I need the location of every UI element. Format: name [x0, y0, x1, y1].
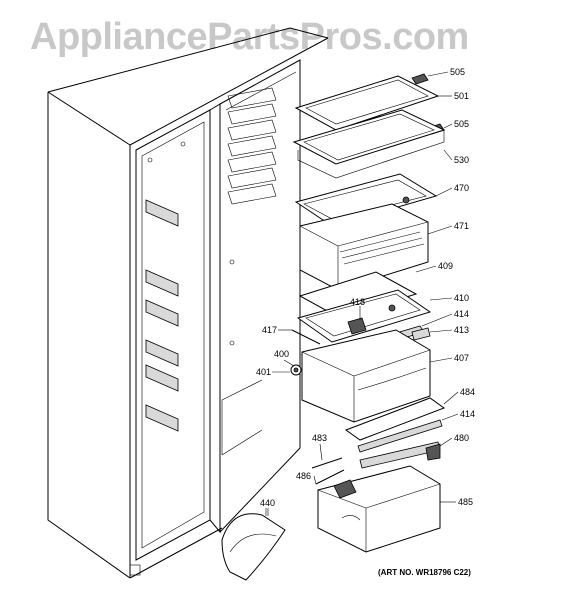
refrigerator-cabinet — [47, 27, 329, 579]
label-471: 471 — [454, 221, 469, 231]
part-410-crisper-frame — [296, 289, 432, 343]
label-501: 501 — [454, 91, 469, 101]
label-486: 486 — [296, 471, 311, 481]
label-409: 409 — [438, 261, 453, 271]
part-480-rail — [359, 441, 441, 469]
part-486-rod — [315, 469, 345, 485]
label-480: 480 — [454, 433, 469, 443]
label-417: 417 — [262, 325, 277, 335]
label-505-mid: 505 — [454, 119, 469, 129]
label-483: 483 — [312, 433, 327, 443]
part-471-drawer — [299, 203, 429, 291]
label-401: 401 — [256, 367, 271, 377]
label-505-top: 505 — [450, 67, 465, 77]
label-414-upper: 414 — [454, 309, 469, 319]
part-407-drawer — [301, 329, 431, 423]
part-413-clip — [411, 327, 431, 341]
part-440-cover — [221, 508, 286, 581]
part-485-drawer — [317, 465, 441, 553]
label-414-lower: 414 — [460, 409, 475, 419]
label-530: 530 — [454, 155, 469, 165]
label-410: 410 — [454, 293, 469, 303]
part-530-shelf — [292, 109, 446, 179]
label-485: 485 — [458, 497, 473, 507]
label-413: 413 — [454, 325, 469, 335]
label-484: 484 — [460, 387, 475, 397]
part-484-drawer-cover — [344, 397, 446, 441]
part-400-knob — [290, 364, 302, 376]
part-417-rod — [291, 329, 321, 345]
part-414-rail-lower — [357, 419, 443, 453]
label-470: 470 — [454, 183, 469, 193]
freezer-wire-shelves — [227, 87, 277, 205]
leader-lines — [265, 71, 459, 516]
label-400: 400 — [274, 349, 289, 359]
label-407: 407 — [454, 353, 469, 363]
part-505-clip-top — [411, 73, 429, 85]
label-440: 440 — [260, 498, 275, 508]
part-number-labels: 505 501 505 530 470 471 409 418 410 414 … — [256, 67, 475, 508]
label-418: 418 — [350, 297, 365, 307]
watermark-logo: AppliancePartsPros.com — [30, 16, 469, 58]
part-483-rod — [311, 457, 343, 469]
art-number-note: (ART NO. WR18796 C22) — [378, 568, 471, 577]
